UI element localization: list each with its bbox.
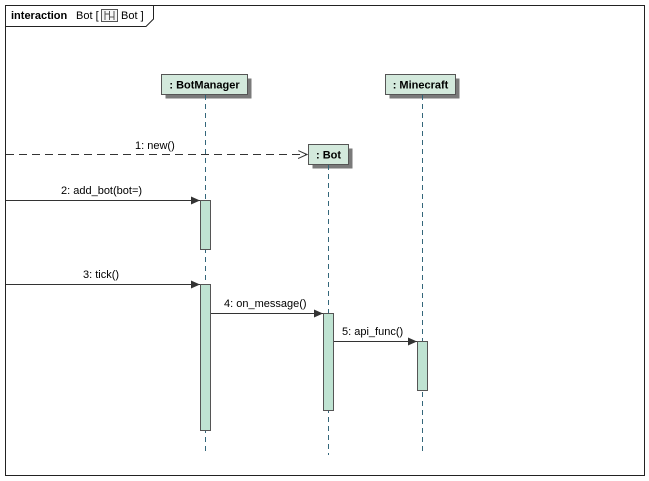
activation-botmanager-2	[200, 284, 211, 431]
message-label-4: 4: on_message()	[224, 298, 307, 310]
frame-ref-name: Bot ]	[121, 10, 144, 22]
lifeline-label-bot: : Bot	[316, 150, 341, 162]
activation-minecraft	[417, 341, 428, 391]
lifeline-head-bot	[308, 144, 349, 165]
lifeline-label-botmanager: : BotManager	[169, 80, 240, 92]
frame-keyword: interaction	[11, 10, 68, 22]
message-label-3: 3: tick()	[83, 269, 119, 281]
interaction-icon	[101, 9, 118, 22]
frame-name: Bot [	[76, 10, 99, 22]
lifeline-head-botmanager	[161, 74, 248, 95]
lifeline-label-minecraft: : Minecraft	[393, 80, 449, 92]
activation-bot	[323, 313, 334, 411]
message-label-1: 1: new()	[135, 140, 175, 152]
message-label-2: 2: add_bot(bot=)	[61, 185, 142, 197]
message-label-5: 5: api_func()	[342, 326, 403, 338]
activation-botmanager-1	[200, 200, 211, 250]
lifeline-head-minecraft	[385, 74, 456, 95]
